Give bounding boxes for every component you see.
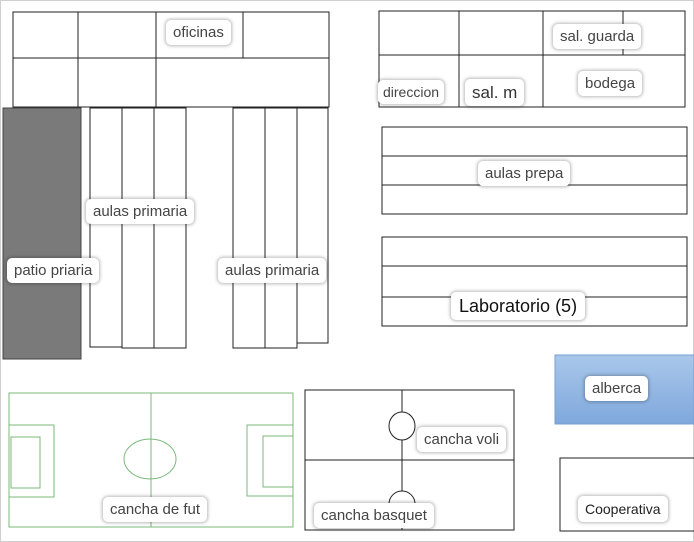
cooperativa-label: Cooperativa — [578, 496, 668, 522]
oficinas-block — [12, 11, 330, 108]
aulas-primaria-right-block — [232, 107, 329, 349]
cancha-fut-label: cancha de fut — [103, 497, 208, 522]
aulas-prepa-label: aulas prepa — [478, 161, 571, 186]
alberca-label: alberca — [585, 376, 649, 401]
laboratorio-label: Laboratorio (5) — [451, 292, 586, 320]
cancha-voli-label: cancha voli — [417, 427, 507, 452]
sal-m-label: sal. m — [465, 79, 525, 106]
oficinas-label: oficinas — [166, 20, 231, 45]
patio-primaria-label: patio priaria — [7, 258, 100, 283]
admin-block — [378, 10, 686, 108]
soccer-field — [8, 392, 294, 528]
cooperativa-block — [559, 457, 694, 532]
patio-primaria-area — [2, 107, 82, 360]
bodega-label: bodega — [578, 71, 643, 96]
sports-courts — [304, 389, 515, 531]
sal-guarda-label: sal. guarda — [553, 24, 642, 49]
direccion-label: direccion — [378, 80, 445, 104]
cancha-basquet-label: cancha basquet — [314, 503, 434, 528]
aulas-primaria-right-label: aulas primaria — [218, 258, 327, 283]
aulas-primaria-left-block — [89, 107, 187, 349]
aulas-primaria-left-label: aulas primaria — [86, 199, 195, 224]
